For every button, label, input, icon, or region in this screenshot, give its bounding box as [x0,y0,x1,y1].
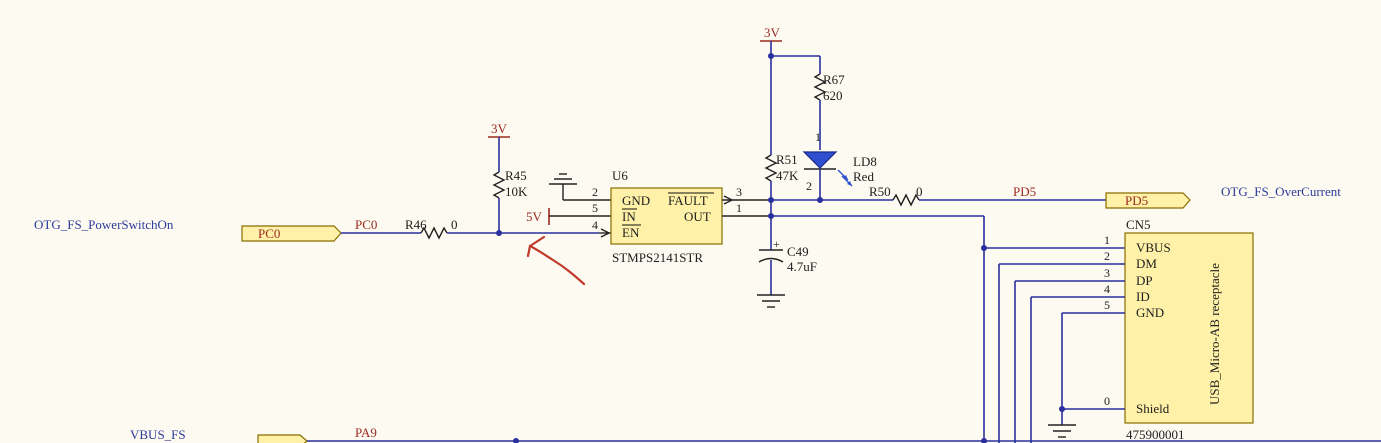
cn5-pin-gnd: GND [1136,305,1164,320]
cn5-ref: CN5 [1126,217,1151,232]
ground-c49 [757,294,785,308]
u6-pinnum-en: 4 [592,218,598,232]
resistor-r50: R50 0 [869,184,923,207]
cn5-pin-dp: DP [1136,273,1153,288]
c49-ref: C49 [787,244,809,259]
r50-value: 0 [916,184,923,199]
cn5-pinnum-1: 1 [1104,233,1110,247]
r51-ref: R51 [776,152,798,167]
resistor-r51: R51 47K [764,152,799,183]
r67-value: 620 [823,88,843,103]
r46-ref: R46 [405,217,427,232]
r45-value: 10K [505,184,528,199]
net-pc0-label: PC0 [355,217,377,232]
u6-part: STMPS2141STR [612,250,703,265]
cn5-part: 475900001 [1126,427,1185,442]
ld8-pin2: 2 [806,179,812,193]
net-label-otg-fs-overcurrent: OTG_FS_OverCurrent [1221,184,1341,199]
annotation-arrow [526,235,586,286]
capacitor-c49: + C49 4.7uF [758,237,817,274]
power-5v: 5V [526,209,543,224]
cn5-pin-dm: DM [1136,256,1157,271]
r45-ref: R45 [505,168,527,183]
ground-u6 [549,173,577,200]
r51-value: 47K [776,168,799,183]
led-ld8: 1 2 LD8 Red [802,130,877,193]
resistor-r45: R45 10K [492,168,528,199]
ld8-value: Red [853,169,874,184]
cn5-pinnum-3: 3 [1104,266,1110,280]
c49-plus: + [773,237,780,251]
cn5-pin-id: ID [1136,289,1150,304]
cn5-pinnum-4: 4 [1104,282,1110,296]
net-label-vbus-fs: VBUS_FS [130,427,186,442]
connector-cn5[interactable]: CN5 475900001 USB_Micro-AB receptacle VB… [1104,217,1254,442]
r50-ref: R50 [869,184,891,199]
resistor-r46: R46 0 [405,217,458,240]
u6-pin-out: OUT [684,209,711,224]
power-3v-left: 3V [491,121,508,136]
r67-ref: R67 [823,72,845,87]
cn5-pinnum-5: 5 [1104,298,1110,312]
junction-pa9 [513,438,519,443]
port-pc0-label: PC0 [258,226,280,241]
cn5-pin-shield: Shield [1136,401,1170,416]
ground-cn5 [1048,424,1076,438]
u6-pin-gnd: GND [622,193,650,208]
junction-shield [1059,406,1065,412]
u6-pin-en: EN [622,225,640,240]
ic-u6[interactable]: U6 STMPS2141STR GND IN EN FAULT OUT 2 5 … [592,168,742,265]
resistor-r67: R67 620 [813,72,845,103]
ld8-ref: LD8 [853,154,877,169]
net-label-otg-fs-powerswitchon: OTG_FS_PowerSwitchOn [34,217,174,232]
u6-pin-fault: FAULT [668,193,708,208]
net-pd5-label: PD5 [1013,184,1036,199]
u6-pin-in: IN [622,209,636,224]
cn5-body-label: USB_Micro-AB receptacle [1207,263,1222,405]
port-pd5-label: PD5 [1125,193,1148,208]
c49-value: 4.7uF [787,259,817,274]
net-pa9-label: PA9 [355,425,377,440]
cn5-pinnum-0: 0 [1104,394,1110,408]
cn5-pinnum-2: 2 [1104,249,1110,263]
ld8-pin1: 1 [815,130,821,144]
u6-pinnum-in: 5 [592,201,598,215]
port-pa9[interactable] [257,434,308,443]
power-3v-top: 3V [764,25,781,40]
u6-pinnum-out: 1 [736,201,742,215]
u6-pinnum-fault: 3 [736,185,742,199]
port-pc0[interactable]: PC0 [241,225,342,242]
r46-value: 0 [451,217,458,232]
u6-pinnum-gnd: 2 [592,185,598,199]
port-pd5[interactable]: PD5 [1105,192,1191,209]
u6-ref: U6 [612,168,628,183]
junction-pa9-vbus [981,438,987,443]
cn5-pin-vbus: VBUS [1136,240,1171,255]
